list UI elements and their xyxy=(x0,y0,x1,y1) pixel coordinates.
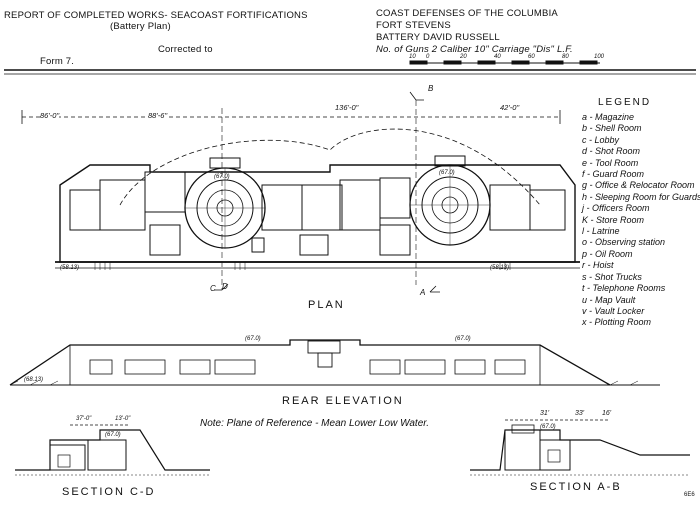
legend-list: a - Magazine b - Shell Room c - Lobby d … xyxy=(582,112,700,329)
legend-item: f - Guard Room xyxy=(582,169,645,180)
legend-item: u - Map Vault xyxy=(582,294,636,305)
reference-note: Note: Plane of Reference - Mean Lower Lo… xyxy=(200,418,430,429)
elevation-mark: (67.0) xyxy=(455,336,471,342)
guns-line: No. of Guns 2 Caliber 10" Carriage "Dis"… xyxy=(376,44,573,55)
scale-tick: 80 xyxy=(562,54,569,60)
plan-caption: PLAN xyxy=(308,299,345,311)
scale-tick: 100 xyxy=(594,54,605,60)
legend-item: o - Observing station xyxy=(582,237,666,248)
plan-dimension: 86'-0" xyxy=(40,111,60,120)
scale-tick: 40 xyxy=(494,54,501,60)
report-subtitle: (Battery Plan) xyxy=(110,21,171,32)
section-elevation: (67.0) xyxy=(540,424,556,430)
legend-item: b - Shell Room xyxy=(582,123,642,134)
plan-elevation: (67.0) xyxy=(439,170,455,176)
elevation-mark: (68.13) xyxy=(24,377,44,383)
plan-elevation: (58.13) xyxy=(490,265,510,271)
scale-bar xyxy=(409,60,600,65)
section-mark-b: B xyxy=(428,84,434,93)
corner-mark: 6E6 xyxy=(684,492,695,498)
legend-title: LEGEND xyxy=(598,97,652,108)
section-dimension: 33' xyxy=(575,410,585,417)
section-dimension: 13'-0" xyxy=(115,416,131,422)
battery-name: BATTERY DAVID RUSSELL xyxy=(376,32,500,43)
legend-item: s - Shot Trucks xyxy=(582,271,642,282)
legend-item: l - Latrine xyxy=(582,226,620,237)
section-ab-caption: SECTION A-B xyxy=(530,481,622,493)
fort-name: FORT STEVENS xyxy=(376,20,451,31)
defenses-title: COAST DEFENSES OF THE COLUMBIA xyxy=(376,8,558,19)
section-mark-d: D xyxy=(222,282,228,291)
section-cd-caption: SECTION C-D xyxy=(62,486,156,498)
legend-item: e - Tool Room xyxy=(582,157,639,168)
legend-item: v - Vault Locker xyxy=(582,305,645,316)
plan-dimension: 42'-0" xyxy=(500,103,520,112)
section-dimension: 31' xyxy=(540,410,550,417)
legend-item: j - Officers Room xyxy=(582,203,650,214)
legend-item: p - Oil Room xyxy=(582,248,633,259)
corrected-to-label: Corrected to xyxy=(158,44,213,55)
gun-emplacement-left xyxy=(184,157,266,249)
plan-elevation: (67.0) xyxy=(214,174,230,180)
gun-emplacement-right xyxy=(409,155,491,246)
legend-item: a - Magazine xyxy=(582,112,635,122)
section-cd xyxy=(15,424,210,476)
section-dimension: 37'-0" xyxy=(76,416,92,422)
form-number: Form 7. xyxy=(40,56,75,67)
plan-dimension: 88'-6" xyxy=(148,111,168,120)
section-ab xyxy=(470,419,690,476)
section-dimension: 16' xyxy=(602,410,612,417)
scale-tick: 60 xyxy=(528,54,535,60)
legend-item: x - Plotting Room xyxy=(582,317,652,328)
legend-item: c - Lobby xyxy=(582,134,620,145)
section-mark-c: C xyxy=(210,284,216,293)
battery-plan xyxy=(21,91,580,293)
legend-item: d - Shot Room xyxy=(582,146,641,157)
plan-elevation: (58.13) xyxy=(60,265,80,271)
scale-tick: 0 xyxy=(426,54,430,60)
elevation-mark: (67.0) xyxy=(245,336,261,342)
legend-item: K - Store Room xyxy=(582,214,645,225)
scale-tick: 20 xyxy=(460,54,467,60)
legend-item: r - Hoist xyxy=(582,260,614,271)
section-mark-a: A xyxy=(420,288,426,297)
scale-tick: 10 xyxy=(409,54,416,60)
legend-item: g - Office & Relocator Room xyxy=(582,180,695,191)
legend-item: t - Telephone Rooms xyxy=(582,283,666,294)
section-elevation: (67.0) xyxy=(105,432,121,438)
rear-elevation xyxy=(9,339,660,386)
plan-dimension: 136'-0" xyxy=(335,103,359,112)
rear-elevation-caption: REAR ELEVATION xyxy=(282,395,404,407)
report-title: REPORT OF COMPLETED WORKS- SEACOAST FORT… xyxy=(4,10,308,21)
legend-item: h - Sleeping Room for Guards xyxy=(582,191,700,202)
